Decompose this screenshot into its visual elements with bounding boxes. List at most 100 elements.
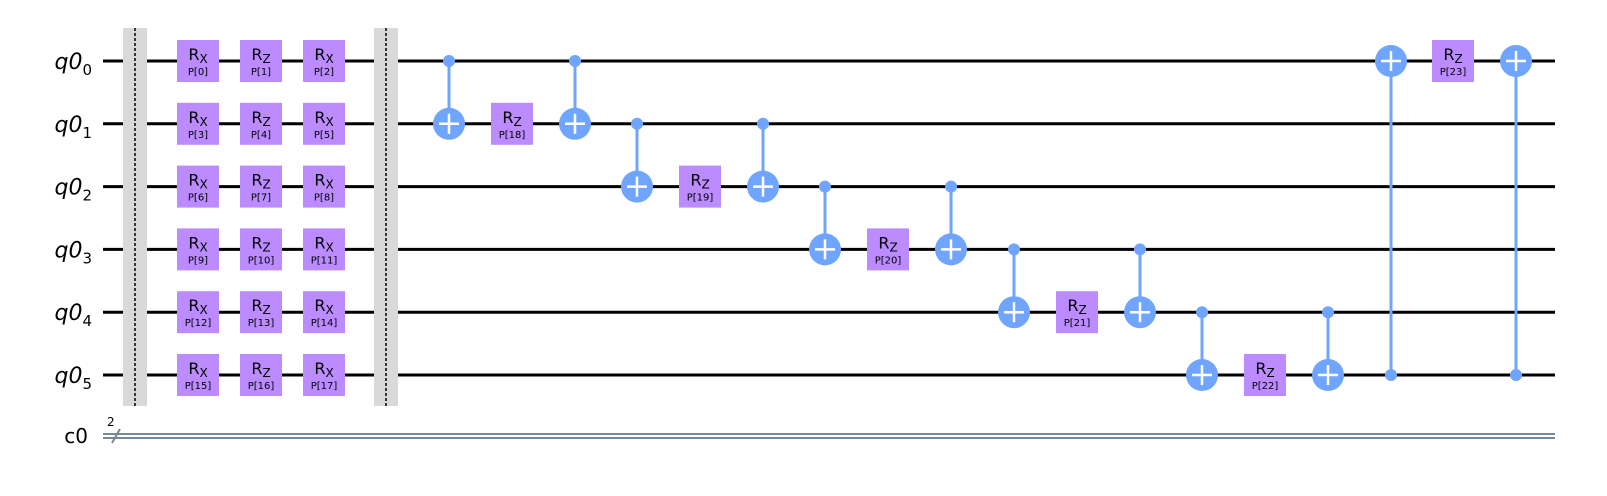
gate-box: [679, 165, 721, 208]
rotation-gate: RXP[0]: [177, 40, 219, 82]
gate-label: RX: [188, 296, 207, 317]
cnot-control-dot: [1196, 306, 1208, 319]
rotation-gate: RZP[13]: [240, 291, 282, 334]
gate-parameter: P[14]: [311, 318, 338, 329]
gate-axis: Z: [262, 303, 270, 317]
rotation-gate: RZP[1]: [240, 40, 282, 82]
gate-label: RX: [188, 171, 207, 192]
qubit-register-name: q0: [54, 113, 82, 138]
cnot-control-dot: [1008, 243, 1020, 256]
gate-box: [177, 40, 219, 82]
gate-parameter: P[21]: [1064, 318, 1091, 329]
gate-label: RZ: [251, 171, 270, 192]
gate-name: R: [314, 108, 325, 127]
gate-axis: X: [199, 115, 207, 129]
classical-register-size: 2: [107, 415, 115, 429]
gate-box: [177, 165, 219, 208]
gate-axis: X: [199, 178, 207, 192]
gate-label: RZ: [1067, 296, 1086, 317]
gate-parameter: P[19]: [687, 193, 714, 204]
cnot-control-dot: [757, 117, 769, 130]
gate-axis: X: [325, 52, 333, 66]
gate-box: [177, 354, 219, 396]
cnot-gate: [559, 55, 591, 140]
gate-axis: Z: [262, 240, 270, 254]
gate-label: RX: [314, 233, 333, 254]
gate-name: R: [878, 233, 889, 252]
gate-box: [177, 291, 219, 334]
gate-box: [303, 40, 345, 82]
gate-label: RX: [314, 359, 333, 380]
rotation-gate: RXP[2]: [303, 40, 345, 82]
gate-axis: Z: [513, 115, 521, 129]
rotation-gate: RZP[18]: [491, 102, 533, 145]
gate-name: R: [188, 171, 199, 190]
gate-box: [1432, 40, 1474, 82]
cnot-control-dot: [631, 117, 643, 130]
gate-parameter: P[4]: [251, 130, 271, 141]
gate-box: [303, 165, 345, 208]
gate-parameter: P[18]: [499, 130, 526, 141]
rotation-gate: RZP[19]: [679, 165, 721, 208]
gate-label: RX: [314, 171, 333, 192]
cnot-gate: [809, 180, 841, 266]
gate-box: [240, 102, 282, 145]
qubit-label: q01: [54, 113, 92, 142]
gate-label: RZ: [878, 233, 897, 254]
barrier: [374, 28, 398, 406]
gate-axis: X: [325, 240, 333, 254]
gate-box: [1056, 291, 1098, 334]
gate-box: [177, 102, 219, 145]
gate-parameter: P[1]: [251, 67, 271, 78]
gate-box: [303, 354, 345, 396]
gate-label: RX: [188, 233, 207, 254]
cnot-gate: [1186, 306, 1218, 391]
qubit-label: q02: [54, 176, 92, 205]
gate-label: RZ: [251, 296, 270, 317]
gate-axis: Z: [262, 52, 270, 66]
gate-parameter: P[20]: [875, 255, 902, 266]
gate-name: R: [188, 108, 199, 127]
rotation-gate: RXP[14]: [303, 291, 345, 334]
rotation-gate: RXP[5]: [303, 102, 345, 145]
gate-parameter: P[10]: [248, 255, 275, 266]
gate-parameter: P[15]: [185, 381, 212, 392]
gate-axis: X: [199, 240, 207, 254]
gate-axis: Z: [262, 115, 270, 129]
operations-layer: RXP[0]RXP[3]RXP[6]RXP[9]RXP[12]RXP[15]RZ…: [123, 28, 1532, 406]
qubit-register-name: q0: [54, 176, 82, 201]
gate-parameter: P[17]: [311, 381, 338, 392]
gate-name: R: [314, 233, 325, 252]
rotation-gate: RZP[23]: [1432, 40, 1474, 82]
cnot-control-dot: [1322, 306, 1334, 319]
gate-axis: X: [199, 366, 207, 380]
cnot-control-dot: [1134, 243, 1146, 256]
gate-parameter: P[2]: [314, 67, 334, 78]
rotation-gate: RXP[12]: [177, 291, 219, 334]
gate-parameter: P[6]: [188, 193, 208, 204]
gate-name: R: [188, 45, 199, 64]
cnot-gate: [621, 117, 653, 203]
gate-box: [240, 291, 282, 334]
gate-axis: X: [199, 52, 207, 66]
gate-name: R: [251, 108, 262, 127]
cnot-gate: [1375, 45, 1407, 381]
gate-label: RX: [188, 45, 207, 66]
rotation-gate: RZP[10]: [240, 228, 282, 271]
gate-label: RX: [188, 108, 207, 129]
gate-name: R: [188, 359, 199, 378]
gate-axis: Z: [262, 178, 270, 192]
gate-axis: X: [199, 303, 207, 317]
cnot-control-dot: [1510, 369, 1522, 381]
gate-axis: Z: [262, 366, 270, 380]
rotation-gate: RZP[21]: [1056, 291, 1098, 334]
gate-box: [867, 228, 909, 271]
qubit-register-name: q0: [54, 301, 82, 326]
gate-parameter: P[7]: [251, 193, 271, 204]
gate-parameter: P[11]: [311, 255, 338, 266]
gate-name: R: [314, 171, 325, 190]
gate-name: R: [251, 171, 262, 190]
gate-box: [491, 102, 533, 145]
